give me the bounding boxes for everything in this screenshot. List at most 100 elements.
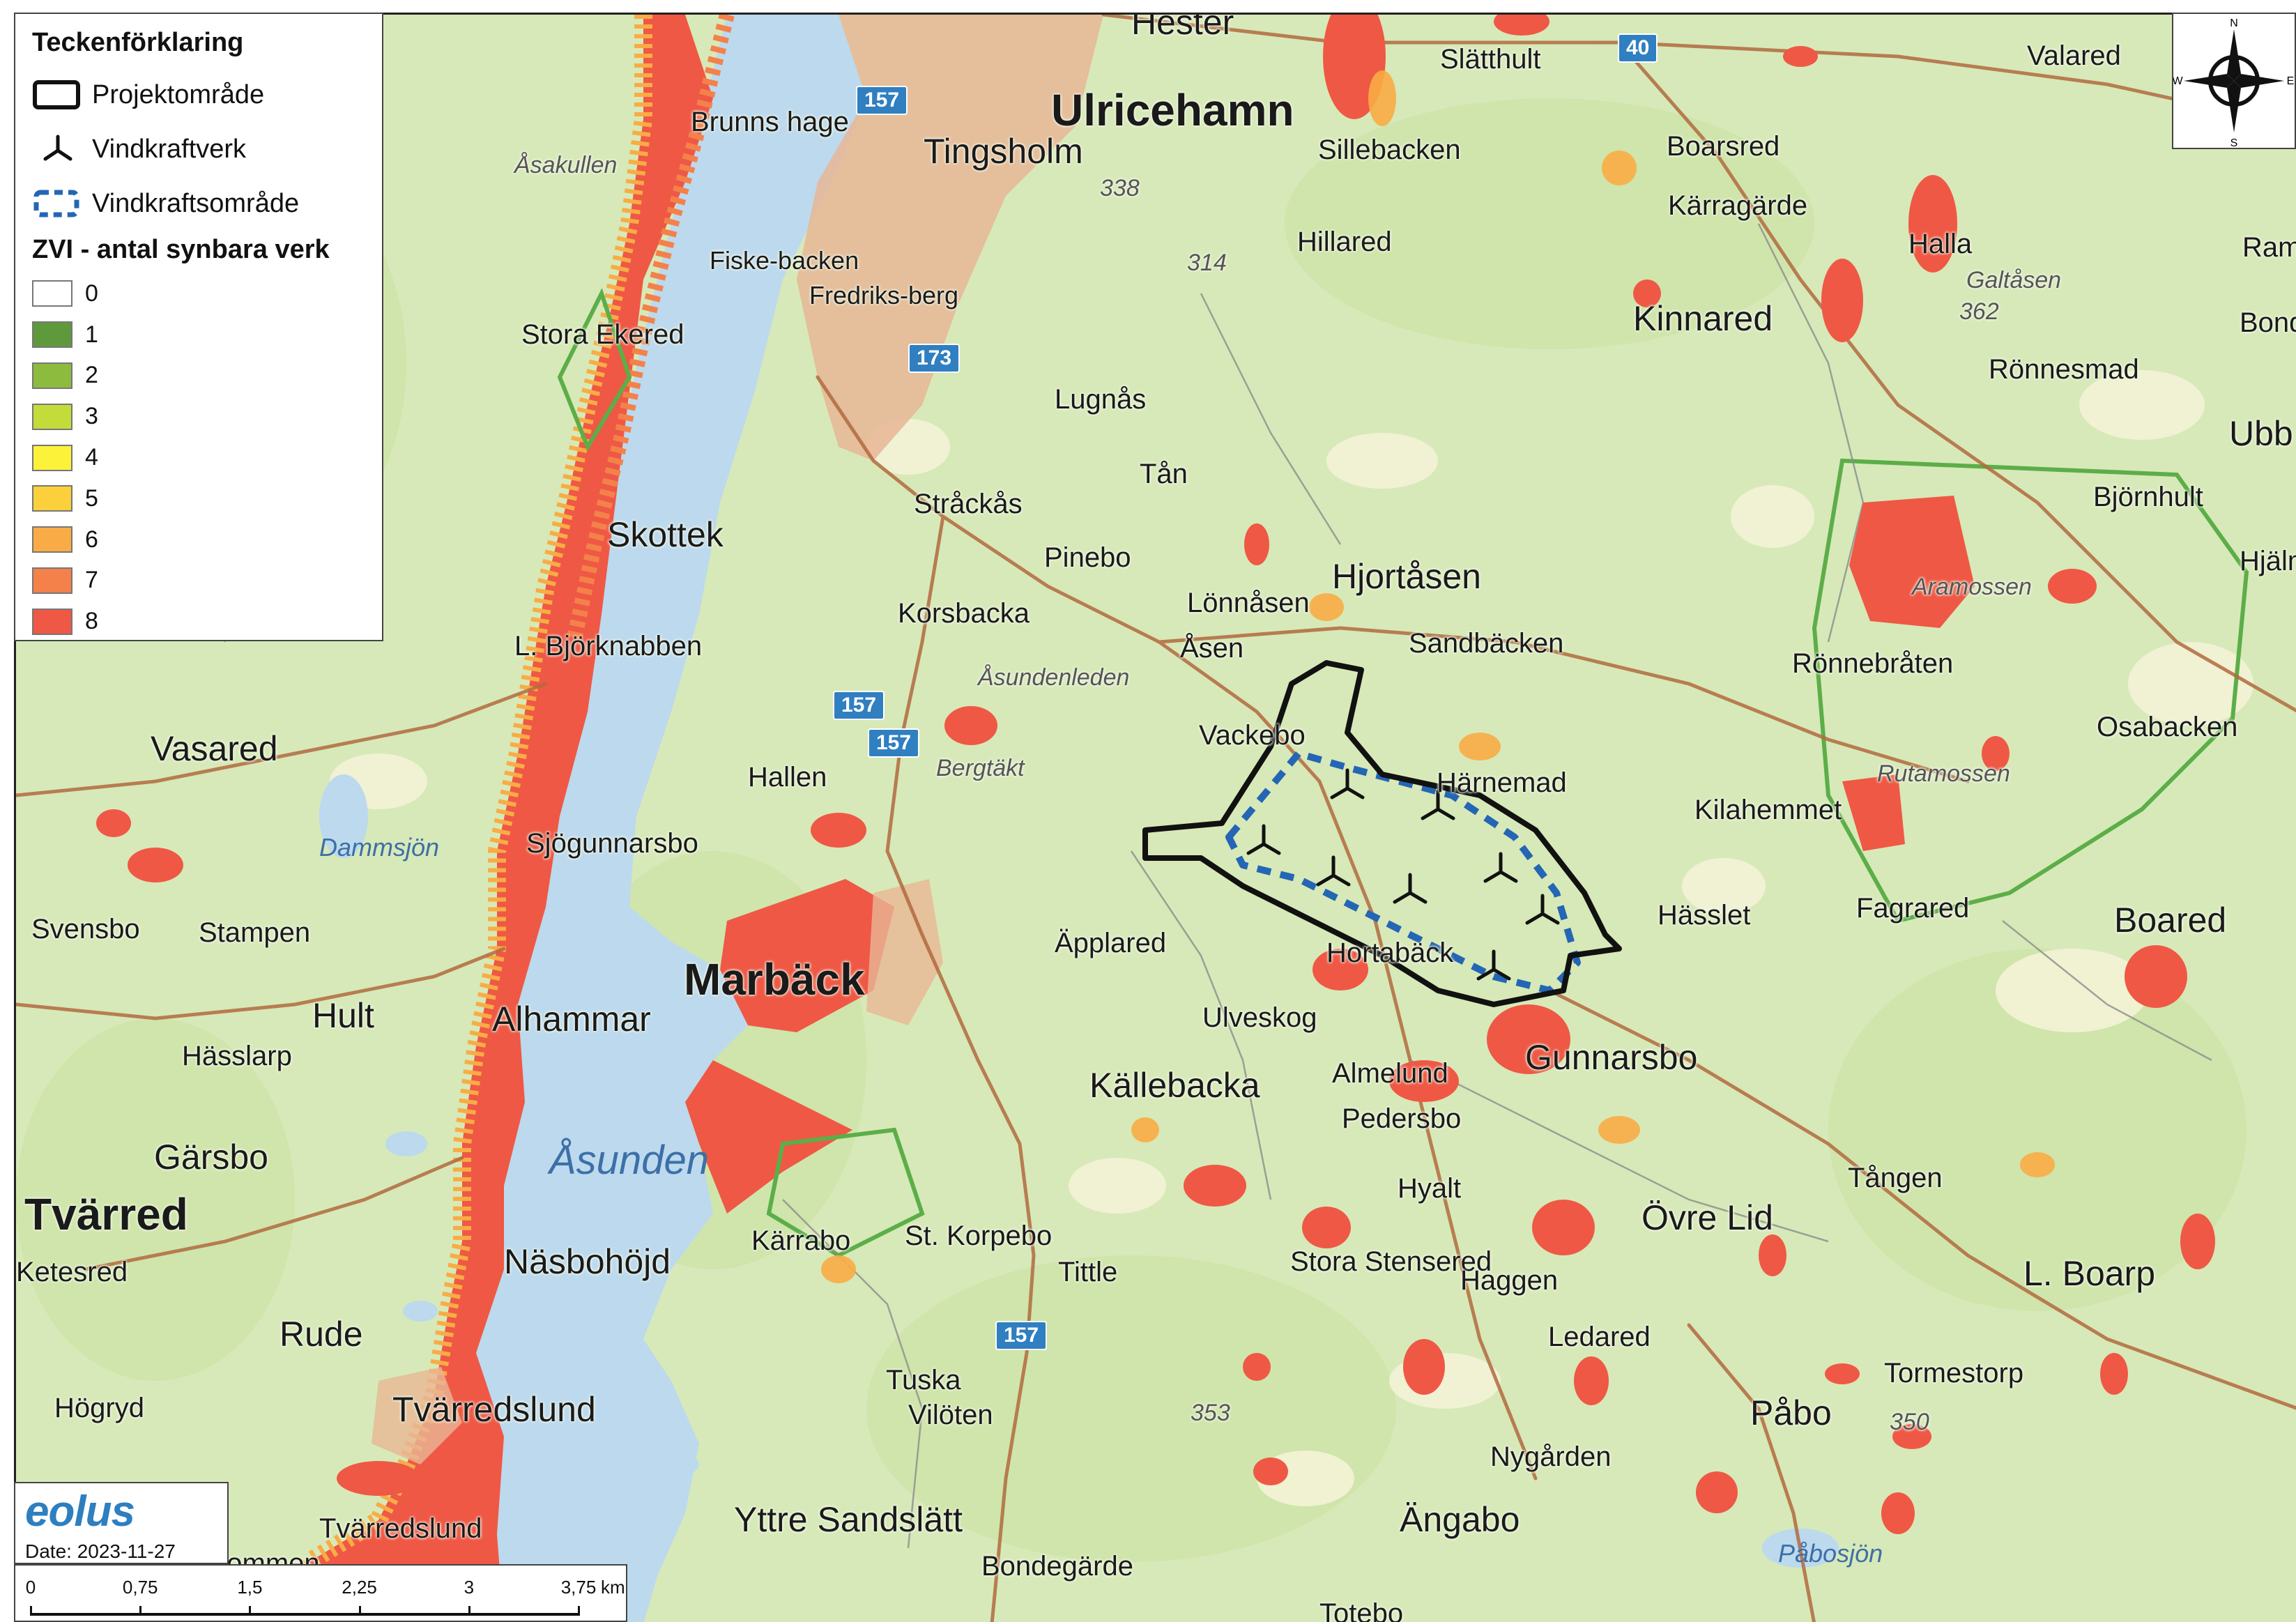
scale-tick-mark — [139, 1606, 142, 1616]
place-label: Källebacka — [1089, 1066, 1260, 1105]
zvi-class-label: 4 — [85, 444, 98, 471]
project-area — [1142, 660, 1622, 1007]
compass-s: S — [2230, 137, 2238, 148]
place-label: Ulveskog — [1202, 1002, 1317, 1033]
place-label: Åsakullen — [514, 152, 618, 178]
map-date: Date: 2023-11-27 — [25, 1540, 176, 1562]
zvi-swatch — [32, 362, 72, 389]
scale-tick-label: 0 — [25, 1577, 36, 1598]
place-label: Gärsbo — [154, 1138, 268, 1177]
place-label: Ledared — [1548, 1322, 1651, 1352]
place-label: Bond — [2240, 307, 2296, 338]
place-label: Tvärredslund — [392, 1390, 596, 1429]
place-label: Marbäck — [684, 954, 865, 1004]
place-label: Fredriks-berg — [809, 281, 959, 309]
place-label: Hallen — [748, 762, 827, 793]
zvi-class-3: 3 — [32, 396, 382, 437]
zvi-swatch — [32, 608, 72, 635]
place-label: Lönnåsen — [1187, 588, 1310, 618]
place-label: Halla — [1908, 229, 1973, 259]
place-label: Bergtäkt — [936, 755, 1025, 781]
place-label: Boarsred — [1667, 131, 1780, 162]
zvi-legend-title: ZVI - antal synbara verk — [32, 235, 330, 264]
zvi-patches — [96, 15, 2215, 1534]
wind-turbine-4 — [1316, 855, 1351, 887]
scale-tick-label: 2,25 — [342, 1577, 377, 1598]
place-label: Tuska — [886, 1365, 961, 1395]
place-label: Tittle — [1058, 1257, 1118, 1287]
scale-tick-label: 3 — [464, 1577, 475, 1598]
place-label: Nygården — [1490, 1441, 1612, 1472]
zvi-swatch — [32, 567, 72, 594]
lake-asunden — [476, 15, 866, 1622]
scale-tick-label: 3,75 — [560, 1577, 597, 1598]
place-label: Kärragärde — [1668, 190, 1808, 221]
scale-unit: km — [601, 1577, 625, 1598]
place-label: Hässlarp — [182, 1041, 292, 1071]
zvi-class-6: 6 — [32, 519, 382, 560]
place-label: Stampen — [199, 917, 311, 948]
logo-date-box: eolus Date: 2023-11-27 — [14, 1482, 229, 1564]
place-label: Kinnared — [1633, 299, 1773, 338]
zvi-class-4: 4 — [32, 437, 382, 478]
place-label: Svensbo — [31, 914, 140, 944]
scale-tick-mark — [468, 1606, 470, 1616]
place-label: Stora Stensered — [1290, 1246, 1492, 1277]
place-label: Skottek — [607, 515, 724, 554]
place-label: Yttre Sandslätt — [734, 1500, 963, 1539]
zvi-class-label: 7 — [85, 567, 98, 594]
wind-turbine-7 — [1525, 894, 1560, 925]
zvi-east-south — [685, 1060, 852, 1214]
place-label: Åsen — [1180, 633, 1244, 664]
scale-tick-mark — [249, 1606, 252, 1616]
place-label: Lugnås — [1055, 384, 1147, 415]
legend-item-wind-power-area: Vindkraftsområde — [32, 176, 382, 231]
place-label: Korsbacka — [898, 598, 1030, 629]
place-label: Ulricehamn — [1051, 85, 1294, 135]
compass-e: E — [2287, 75, 2295, 87]
legend-label-project-area: Projektområde — [92, 79, 265, 109]
place-label: Brunns hage — [691, 107, 849, 137]
project-area-icon — [32, 78, 84, 112]
north-arrow: N S W E — [2172, 13, 2296, 149]
place-label: Valared — [2027, 40, 2121, 71]
place-label: St. Korpebo — [905, 1221, 1053, 1251]
wind-turbine-6 — [1483, 852, 1518, 883]
place-label: Sillebacken — [1318, 135, 1461, 165]
small-lakes — [319, 774, 1839, 1568]
zvi-class-1: 1 — [32, 314, 382, 355]
urban-ulricehamn — [797, 15, 1103, 461]
zvi-class-label: 0 — [85, 280, 98, 307]
place-label: Ram — [2242, 232, 2296, 263]
place-label: Hjortåsen — [1332, 557, 1481, 596]
place-label: Åsunden — [549, 1138, 709, 1183]
zvi-class-label: 3 — [85, 403, 98, 430]
zvi-swatch — [32, 321, 72, 349]
wind-turbines — [1246, 768, 1560, 981]
zvi-class-0: 0 — [32, 273, 382, 314]
road-number-shield: 173 — [908, 344, 961, 373]
wind-turbine-icon — [32, 132, 84, 166]
place-label: Kärrabo — [751, 1225, 851, 1256]
place-label: Rutamossen — [1877, 760, 2010, 787]
zvi-class-7: 7 — [32, 560, 382, 602]
wind-turbine-2 — [1421, 789, 1455, 820]
scale-tick-label: 0,75 — [122, 1577, 158, 1598]
place-label: Sjögunnarsbo — [526, 828, 698, 859]
place-label: Björnhult — [2093, 482, 2203, 512]
urban-marback — [866, 879, 943, 1025]
place-label: Ubb — [2229, 414, 2293, 453]
urban-tvarred — [372, 1367, 462, 1464]
place-label: Tvärredslund — [319, 1513, 482, 1544]
place-label: Påbosjön — [1778, 1539, 1883, 1568]
place-label: Näsbohöjd — [504, 1242, 671, 1281]
compass-icon: N S W E — [2172, 17, 2295, 149]
scale-tick-mark — [30, 1606, 32, 1616]
nature-reserve-outlines — [557, 288, 2249, 1258]
place-label: Aramossen — [1912, 574, 2032, 600]
scale-line — [31, 1613, 579, 1616]
place-label: Hjälm — [2240, 546, 2296, 576]
wind-turbine-1 — [1330, 768, 1365, 799]
zvi-swatch — [32, 444, 72, 471]
place-label: L. Björknabben — [514, 631, 703, 661]
